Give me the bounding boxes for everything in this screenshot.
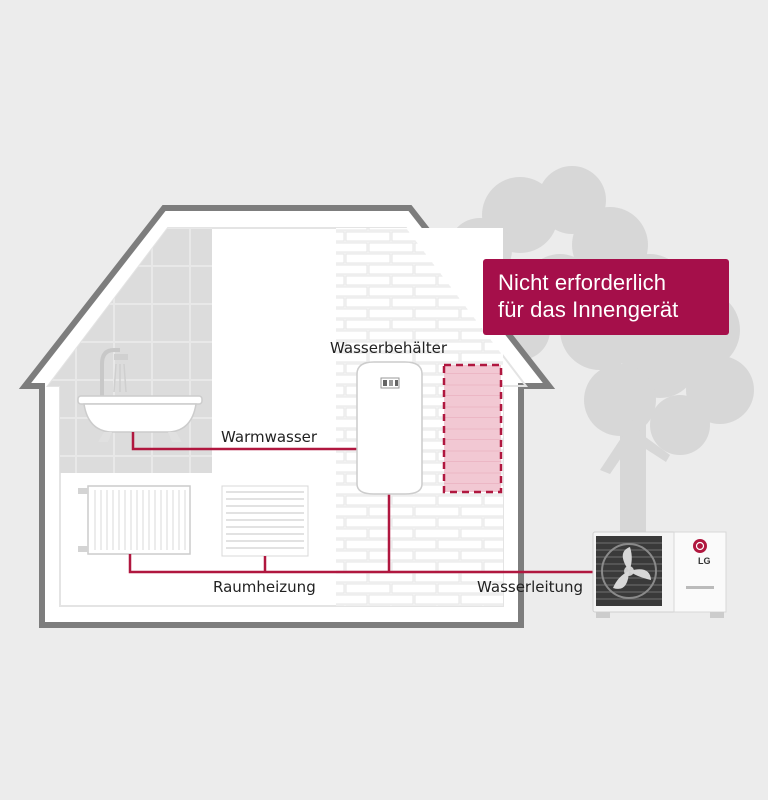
radiator-icon: [78, 485, 191, 555]
label-space-heating: Raumheizung: [213, 578, 316, 596]
pipes: [128, 432, 595, 574]
label-water-pipe: Wasserleitung: [477, 578, 584, 596]
label-hot-water: Warmwasser: [221, 428, 318, 446]
label-water-tank: Wasserbehälter: [330, 339, 447, 357]
indoor-unit-placeholder: [442, 363, 503, 494]
panel-radiator-icon: [221, 485, 309, 557]
bathtub-icon: [77, 348, 203, 442]
lg-logo-icon: [693, 539, 707, 553]
callout-line-1: Nicht erforderlich: [498, 270, 667, 295]
heat-pump-outdoor-unit: [592, 531, 727, 618]
heat-pump-brand: LG: [698, 556, 711, 566]
water-tank-icon: [356, 361, 423, 495]
not-required-callout: Nicht erforderlich für das Innengerät: [483, 259, 729, 335]
callout-line-2: für das Innengerät: [498, 297, 679, 322]
